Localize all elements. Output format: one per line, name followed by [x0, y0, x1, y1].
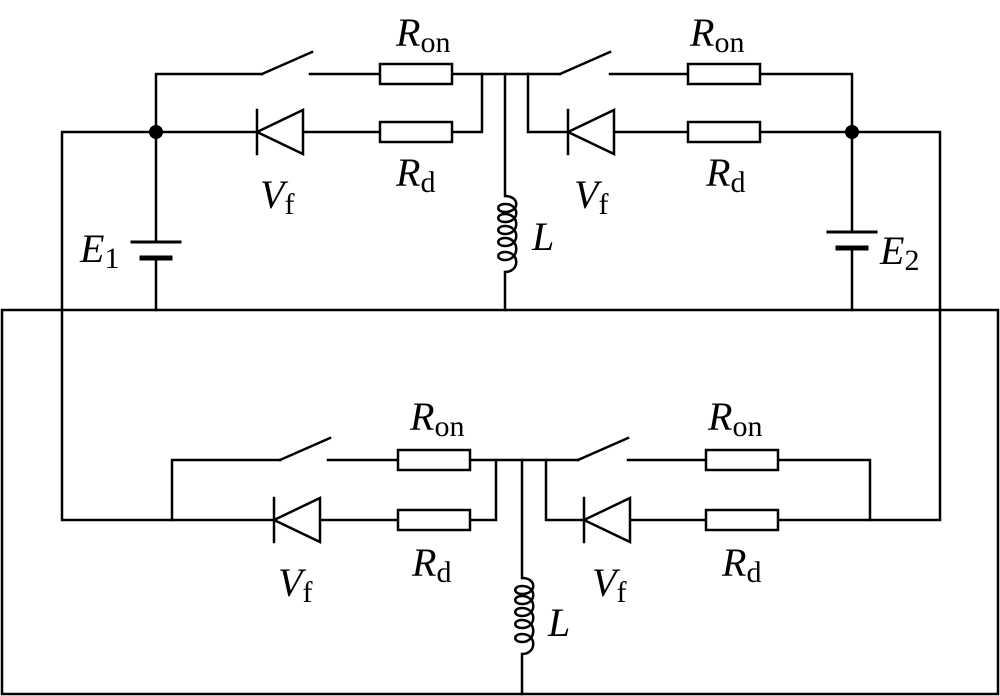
junction-right [845, 125, 859, 139]
top-wires [60, 72, 942, 312]
label-source-right: E2 [879, 228, 919, 277]
label-source-left: E1 [79, 226, 119, 275]
resistor-bottom-right-d [704, 508, 780, 532]
inductor-top [497, 194, 518, 274]
resistor-top-left-d [378, 120, 454, 144]
lower-frame [0, 308, 1000, 696]
junction-left [149, 125, 163, 139]
label-top-right-rd: Rd [705, 150, 745, 199]
switch-bottom-right [576, 436, 630, 462]
resistor-bottom-left-d [396, 508, 472, 532]
source-left [130, 240, 182, 261]
label-bottom-right-rd: Rd [721, 540, 761, 589]
resistor-bottom-right-on [704, 448, 780, 472]
label-top-right-vf: Vf [574, 172, 608, 221]
source-right [826, 230, 878, 251]
label-top-right-ron: Ron [689, 10, 744, 59]
diode-top-right [565, 108, 616, 156]
switch-top-right [558, 50, 612, 76]
label-bottom-right-vf: Vf [592, 560, 626, 609]
diode-bottom-left [271, 496, 322, 544]
resistor-bottom-left-on [396, 448, 472, 472]
label-bottom-left-vf: Vf [278, 560, 312, 609]
resistor-top-right-d [686, 120, 762, 144]
switch-top-left [260, 50, 314, 76]
label-top-left-vf: Vf [260, 172, 294, 221]
label-top-inductor: L [531, 214, 554, 259]
label-top-left-ron: Ron [395, 10, 450, 59]
diode-top-left [254, 108, 305, 156]
bottom-wires [60, 308, 942, 696]
label-bottom-left-rd: Rd [411, 540, 451, 589]
diode-bottom-right [581, 496, 632, 544]
switch-bottom-left [278, 436, 332, 462]
label-top-left-rd: Rd [395, 150, 435, 199]
label-bottom-inductor: L [547, 600, 570, 645]
inductor-bottom [514, 576, 535, 656]
label-bottom-left-ron: Ron [409, 394, 464, 443]
resistor-top-right-on [686, 62, 762, 86]
label-bottom-right-ron: Ron [707, 394, 762, 443]
resistor-top-left-on [378, 62, 454, 86]
